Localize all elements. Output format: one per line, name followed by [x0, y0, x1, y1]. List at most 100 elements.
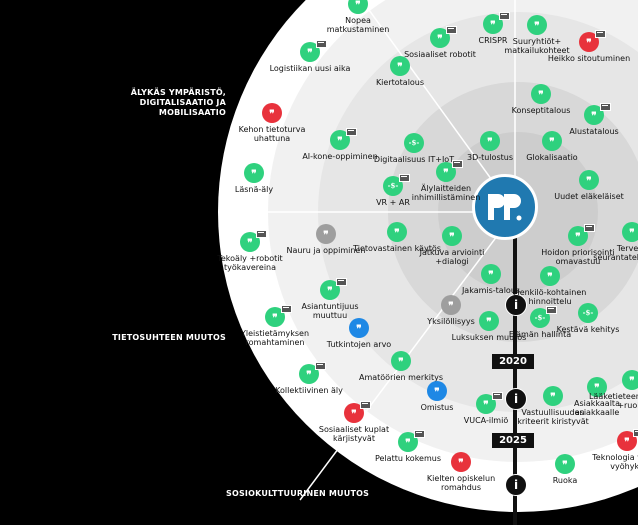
trend-node-label: Luksuksen muutos — [451, 333, 527, 342]
quote-icon[interactable]: ❞ — [483, 14, 503, 34]
trend-node-label: Suuryhtiöt+ matkailukohteet — [504, 37, 570, 55]
comment-badge-icon — [414, 430, 425, 438]
quote-icon[interactable]: ❞ — [441, 295, 461, 315]
trend-node-label: Henkilö-kohtainen hinnoittelu — [513, 288, 587, 306]
logo-mark-icon — [488, 194, 522, 221]
quote-icon[interactable]: ❞ — [442, 226, 462, 246]
comment-badge-icon — [546, 306, 557, 314]
future-logo-icon[interactable] — [472, 174, 538, 240]
info-button-3[interactable]: i — [505, 474, 527, 496]
quote-icon[interactable]: ❞ — [542, 131, 562, 151]
comment-badge-icon — [346, 128, 357, 136]
trend-node-label: Pelattu kokemus — [374, 454, 441, 463]
trend-node-label: 3D-tulostus — [466, 153, 513, 162]
trend-node-label: Konseptitalous — [511, 106, 571, 115]
trend-node-label: Omistus — [420, 403, 454, 412]
quote-icon[interactable]: ❞ — [476, 394, 496, 414]
trend-node-label: Jakamis-talous — [461, 286, 521, 295]
trend-node-label: Yleistietämyksen romahtaminen — [240, 329, 310, 347]
quote-icon[interactable]: ❞ — [240, 232, 260, 252]
quote-icon[interactable]: ❞ — [622, 222, 638, 242]
quote-icon[interactable]: ❞ — [531, 84, 551, 104]
trend-node-label: Kielten opiskelun romahdus — [426, 474, 496, 492]
info-button-1[interactable]: i — [505, 294, 527, 316]
trend-node-label: Tietovastainen käytös — [353, 244, 441, 253]
quote-icon[interactable]: ❞ — [265, 307, 285, 327]
quote-icon[interactable]: ❞ — [617, 431, 637, 451]
trend-node-label: Kollektiivinen äly — [275, 386, 343, 395]
quote-icon[interactable]: ❞ — [436, 162, 456, 182]
quote-icon[interactable]: ❞ — [622, 370, 638, 390]
quote-icon[interactable]: ❞ — [451, 452, 471, 472]
comment-badge-icon — [316, 40, 327, 48]
quote-icon[interactable]: ❞ — [320, 280, 340, 300]
trend-node-label: Nopea matkustaminen — [326, 16, 390, 34]
trend-node-label: Logistiikan uusi aika — [269, 64, 351, 73]
trend-node-label: Terveys seurantateknologia — [593, 244, 638, 262]
quote-icon[interactable]: ❞ — [387, 222, 407, 242]
quote-icon[interactable]: ❞ — [348, 0, 368, 14]
sector-label-tieto: TIETOSUHTEEN MUUTOS — [112, 333, 226, 342]
quote-icon[interactable]: ❞ — [262, 103, 282, 123]
quote-icon[interactable]: ❞ — [316, 224, 336, 244]
quote-icon[interactable]: ❞ — [349, 318, 369, 338]
trend-node-label: Älylaitteiden inhimillistäminen — [411, 184, 481, 202]
quote-icon[interactable]: ❞ — [543, 386, 563, 406]
quote-icon[interactable]: ❞ — [527, 15, 547, 35]
dollar-icon[interactable]: -$- — [578, 303, 598, 323]
trend-node-label: Vastuullisuuden kriteerit kiristyvät — [517, 408, 589, 426]
year-marker-2025: 2025 — [492, 433, 534, 448]
quote-icon[interactable]: ❞ — [584, 105, 604, 125]
trend-node-label: Elämän hallinta — [508, 330, 572, 339]
quote-icon[interactable]: ❞ — [579, 32, 599, 52]
comment-badge-icon — [492, 392, 503, 400]
quote-icon[interactable]: ❞ — [398, 432, 418, 452]
quote-icon[interactable]: ❞ — [480, 131, 500, 151]
dollar-icon[interactable]: -$- — [530, 308, 550, 328]
trend-node-label: AI-kone-oppiminen — [302, 152, 378, 161]
quote-icon[interactable]: ❞ — [390, 56, 410, 76]
comment-badge-icon — [399, 174, 410, 182]
sector-label-ai: ÄLYKÄS YMPÄRISTÖ, DIGITALISAATIO JA MOBI… — [130, 88, 226, 117]
trend-node-label: Heikko sitoutuminen — [547, 54, 631, 63]
quote-icon[interactable]: ❞ — [300, 42, 320, 62]
trend-node-label: Sosiaaliset robotit — [404, 50, 476, 59]
quote-icon[interactable]: ❞ — [481, 264, 501, 284]
quote-icon[interactable]: ❞ — [427, 381, 447, 401]
comment-badge-icon — [256, 230, 267, 238]
trend-node-label: Uudet eläkeläiset — [554, 192, 624, 201]
quote-icon[interactable]: ❞ — [479, 311, 499, 331]
comment-badge-icon — [499, 12, 510, 20]
quote-icon[interactable]: ❞ — [568, 226, 588, 246]
quote-icon[interactable]: ❞ — [587, 377, 607, 397]
quote-icon[interactable]: ❞ — [391, 351, 411, 371]
trend-node-label: Hoidon priorisointi omavastuu — [541, 248, 615, 266]
trend-node-label: Asiakkaalta asiakkaalle — [574, 399, 620, 417]
trend-node-label: Ruoka — [552, 476, 578, 485]
quote-icon[interactable]: ❞ — [579, 170, 599, 190]
quote-icon[interactable]: ❞ — [540, 266, 560, 286]
year-marker-2020: 2020 — [492, 354, 534, 369]
dollar-icon[interactable]: -$- — [404, 133, 424, 153]
trend-node-label: VUCA-ilmiö — [463, 416, 509, 425]
quote-icon[interactable]: ❞ — [555, 454, 575, 474]
trend-node-label: Sosiaaliset kuplat kärjistyvät — [318, 425, 390, 443]
comment-badge-icon — [452, 160, 463, 168]
trend-node-label: Tutkintojen arvo — [326, 340, 392, 349]
comment-badge-icon — [446, 26, 457, 34]
dollar-icon[interactable]: -$- — [383, 176, 403, 196]
comment-badge-icon — [600, 103, 611, 111]
trend-node-label: Läsnä-äly — [234, 185, 274, 194]
quote-icon[interactable]: ❞ — [299, 364, 319, 384]
trend-node-label: Nauru ja oppiminen — [286, 246, 366, 255]
quote-icon[interactable]: ❞ — [344, 403, 364, 423]
quote-icon[interactable]: ❞ — [244, 163, 264, 183]
quote-icon[interactable]: ❞ — [430, 28, 450, 48]
trend-node-label: Lääketieteen luonnoll +ruoka — [588, 392, 638, 410]
trend-node-label: VR + AR — [376, 198, 410, 207]
trend-node-label: Kestävä kehitys — [556, 325, 620, 334]
trend-node-label: Yksilöllisyys — [427, 317, 475, 326]
info-button-2[interactable]: i — [505, 388, 527, 410]
quote-icon[interactable]: ❞ — [330, 130, 350, 150]
